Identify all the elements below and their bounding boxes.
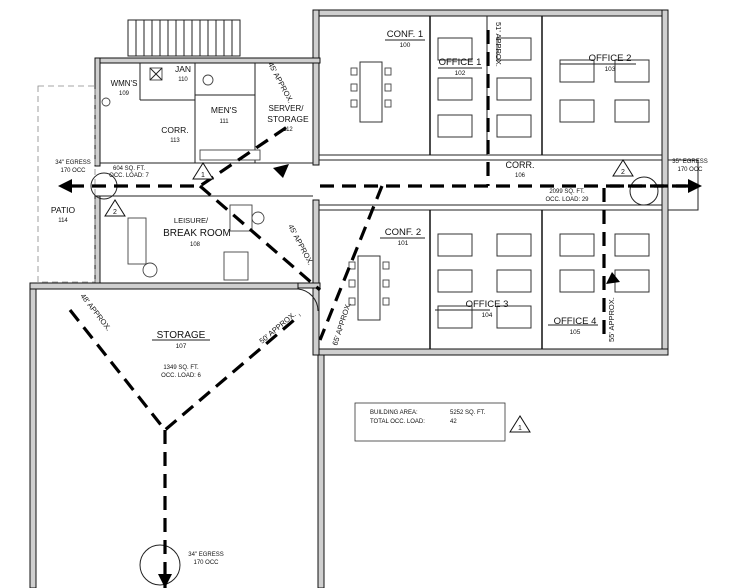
room-server-label-2: STORAGE <box>267 114 309 124</box>
room-storage-label: STORAGE <box>157 330 206 341</box>
room-corr113-label: CORR. <box>161 125 188 135</box>
arrow-icon <box>606 272 620 284</box>
room-server-number: 112 <box>283 127 293 133</box>
area-center-occ: OCC. LOAD: 29 <box>545 197 589 203</box>
room-office2-number: 103 <box>605 66 616 73</box>
area-center-sqft: 2099 SQ. FT. <box>549 189 585 195</box>
egress-south-line1: 34" EGRESS <box>188 552 223 558</box>
room-office3-number: 104 <box>482 312 493 319</box>
room-patio-number: 114 <box>58 218 68 224</box>
room-corr106-number: 106 <box>515 173 526 179</box>
summary-area-label: BUILDING AREA: <box>370 410 418 416</box>
room-mens-label: MEN'S <box>211 105 238 115</box>
room-jan-label: JAN <box>175 64 191 74</box>
room-patio-label: PATIO <box>51 205 76 215</box>
room-office2-label: OFFICE 2 <box>589 53 632 64</box>
room-corr113-number: 113 <box>170 138 180 144</box>
distance-label: 55' APPROX. <box>607 297 616 342</box>
room-server-label-1: SERVER/ <box>269 104 305 113</box>
distance-label: 45' APPROX. <box>286 223 315 267</box>
room-leisure-label-1: LEISURE/ <box>174 216 209 225</box>
room-jan-number: 110 <box>178 77 188 83</box>
summary-area-value: 5252 SQ. FT. <box>450 410 486 416</box>
south-exit-tree <box>139 544 181 586</box>
revision-marker-label: 2 <box>621 169 625 176</box>
east-exit-arrow <box>688 179 702 193</box>
room-mens-number: 111 <box>219 119 229 125</box>
break-room-furniture <box>127 204 265 281</box>
egress-south-line2: 170 OCC <box>193 560 219 566</box>
room-storage-number: 107 <box>176 343 187 350</box>
entry-stairs <box>127 19 241 57</box>
egress-west-line2: 170 OCC <box>60 168 86 174</box>
egress-paths <box>68 30 690 588</box>
room-corr106-label: CORR. <box>506 160 535 170</box>
restroom-fixtures <box>101 67 261 161</box>
room-womens-number: 109 <box>119 91 130 97</box>
revision-marker-label: 1 <box>201 172 205 179</box>
revision-markers <box>104 159 634 433</box>
egress-east-line1: 35" EGRESS <box>672 159 707 165</box>
storage-walls <box>29 282 325 588</box>
room-conf2-label: CONF. 2 <box>385 227 421 238</box>
room-leisure-number: 108 <box>190 242 201 248</box>
arrow-icon <box>273 164 289 178</box>
room-office4-label: OFFICE 4 <box>554 316 597 327</box>
east-wing-walls <box>312 9 669 356</box>
room-office1-number: 102 <box>455 70 466 77</box>
revision-marker-label: 1 <box>518 425 522 432</box>
building-summary-box <box>354 402 506 442</box>
room-office3-label: OFFICE 3 <box>466 299 509 310</box>
distance-label: 48' APPROX. <box>78 292 113 333</box>
distance-label: 45' APPROX. <box>266 61 295 105</box>
distance-label: 51' APPROX. <box>494 22 503 67</box>
egress-west-line1: 34" EGRESS <box>55 160 90 166</box>
room-conf2-number: 101 <box>398 240 409 247</box>
summary-occ-label: TOTAL OCC. LOAD: <box>370 419 425 425</box>
conference-table-2 <box>348 255 390 321</box>
revision-marker-label: 2 <box>113 209 117 216</box>
room-leisure-label-2: BREAK ROOM <box>163 228 231 239</box>
conference-table-1 <box>350 61 392 123</box>
office-workstations <box>437 37 650 329</box>
area-left-occ: OCC. LOAD: 7 <box>109 173 149 179</box>
room-office1-label: OFFICE 1 <box>439 57 482 68</box>
room-office4-number: 105 <box>570 329 581 336</box>
egress-east-line2: 170 OCC <box>677 167 703 173</box>
area-storage-sqft: 1349 SQ. FT. <box>163 365 199 371</box>
room-conf1-label: CONF. 1 <box>387 29 423 40</box>
west-exit-arrow <box>58 179 72 193</box>
summary-occ-value: 42 <box>450 419 457 425</box>
patio-area <box>37 85 118 283</box>
area-left-sqft: 604 SQ. FT. <box>113 166 145 172</box>
south-exit-arrow <box>158 574 172 588</box>
east-door-swing <box>629 176 659 206</box>
distance-label: 65' APPROX. <box>330 301 352 346</box>
distance-label: 50' APPROX. <box>258 310 298 346</box>
room-womens-label: WMN'S <box>111 79 138 88</box>
area-storage-occ: OCC. LOAD: 6 <box>161 373 201 379</box>
room-conf1-number: 100 <box>400 42 411 49</box>
